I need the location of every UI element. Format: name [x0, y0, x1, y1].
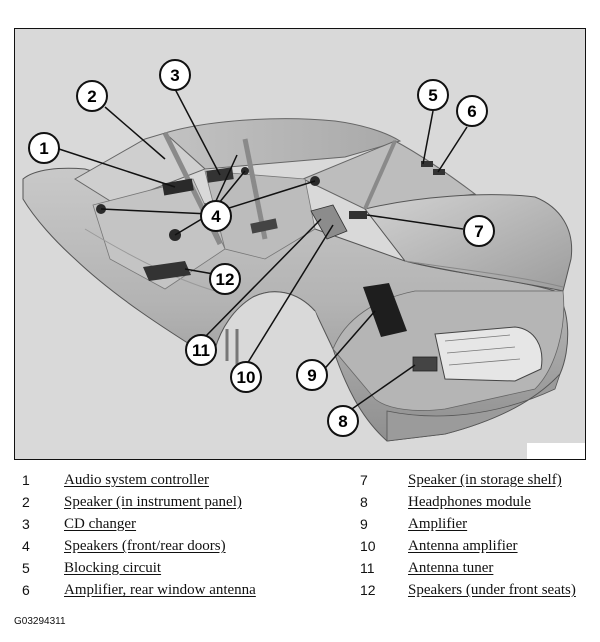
legend-item-number: 9 [360, 516, 368, 532]
legend-item-number: 5 [22, 560, 30, 576]
callout-2-number: 2 [87, 87, 96, 106]
legend-item-label: Antenna tuner [408, 560, 494, 576]
callout-6: 6 [456, 95, 488, 127]
callout-4-number: 4 [211, 207, 221, 226]
callout-7: 7 [463, 215, 495, 247]
callout-9-number: 9 [307, 366, 316, 385]
callout-3-number: 3 [170, 66, 179, 85]
legend-item-number: 8 [360, 494, 368, 510]
callout-1: 1 [28, 132, 60, 164]
vehicle-diagram: 1 2 3 4 5 6 7 8 9 10 11 12 [14, 28, 586, 460]
diagram-canvas: 1 2 3 4 5 6 7 8 9 10 11 12 [22, 59, 585, 459]
car-body-shell [22, 118, 573, 442]
legend-item-label: CD changer [64, 516, 137, 532]
callout-12-number: 12 [216, 270, 235, 289]
legend-item-number: 2 [22, 494, 30, 510]
callout-6-number: 6 [467, 102, 476, 121]
legend-item-label: Audio system controller [64, 472, 209, 488]
callout-4: 4 [200, 200, 232, 232]
callout-9: 9 [296, 359, 328, 391]
legend-item-label: Speaker (in instrument panel) [64, 494, 242, 510]
legend-item-number: 12 [360, 582, 376, 598]
callout-11: 11 [185, 334, 217, 366]
legend-item-label: Speaker (in storage shelf) [408, 472, 562, 488]
legend-item-label: Speakers (under front seats) [408, 582, 576, 598]
legend-item-number: 3 [22, 516, 30, 532]
legend-item-label: Blocking circuit [64, 560, 162, 576]
legend: 1 Audio system controller 2 Speaker (in … [0, 468, 600, 608]
callout-5-number: 5 [428, 86, 437, 105]
legend-item-number: 11 [360, 560, 375, 576]
callout-10-number: 10 [237, 368, 256, 387]
legend-item-number: 7 [360, 472, 368, 488]
callout-1-number: 1 [39, 139, 48, 158]
leader-lines [58, 88, 468, 412]
legend-item-label: Headphones module [408, 494, 531, 510]
legend-item-label: Amplifier [408, 516, 468, 532]
figure-id: G03294311 [14, 616, 66, 627]
callout-7-number: 7 [474, 222, 483, 241]
legend-item-label: Amplifier, rear window antenna [64, 582, 256, 598]
legend-item-label: Antenna amplifier [408, 538, 518, 554]
legend-item-number: 1 [22, 472, 30, 488]
legend-item-number: 4 [22, 538, 30, 554]
legend-item-number: 10 [360, 538, 376, 554]
callout-12: 12 [209, 263, 241, 295]
callout-bubbles: 1 2 3 4 5 6 7 8 9 10 11 12 [28, 59, 495, 437]
callout-8: 8 [327, 405, 359, 437]
callout-10: 10 [230, 361, 262, 393]
legend-item-label: Speakers (front/rear doors) [64, 538, 226, 554]
callout-5: 5 [417, 79, 449, 111]
corner-notch [527, 443, 585, 459]
legend-item-number: 6 [22, 582, 30, 598]
callout-8-number: 8 [338, 412, 347, 431]
callout-2: 2 [76, 80, 108, 112]
callout-3: 3 [159, 59, 191, 91]
callout-11-number: 11 [192, 341, 210, 360]
